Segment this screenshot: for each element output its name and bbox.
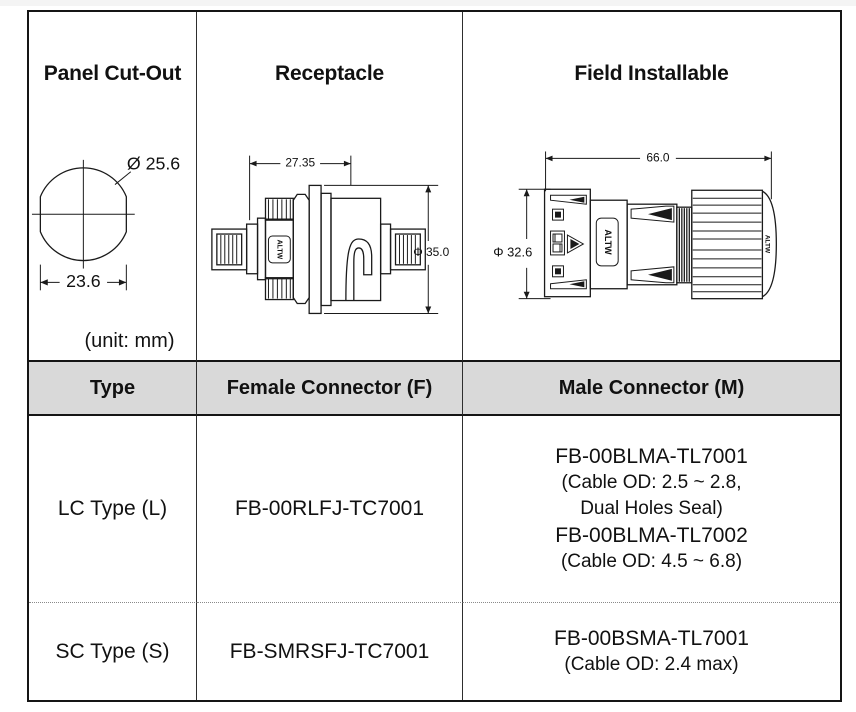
sc-male-part-cell: FB-00BSMA-TL7001 (Cable OD: 2.4 max)	[463, 603, 840, 700]
lc-male-part-cell: FB-00BLMA-TL7001 (Cable OD: 2.5 ~ 2.8, D…	[463, 416, 840, 603]
sc-male-part-1: FB-00BSMA-TL7001	[554, 627, 749, 650]
header-type-label: Type	[89, 376, 136, 399]
header-male-label: Male Connector (M)	[558, 376, 745, 399]
lc-male-part-1: FB-00BLMA-TL7001	[555, 445, 748, 468]
lc-female-part: FB-00RLFJ-TC7001	[234, 497, 425, 520]
field-diameter-label: Φ 32.6	[493, 244, 532, 259]
sc-female-part: FB-SMRSFJ-TC7001	[229, 639, 430, 663]
receptacle-length-label: 27.35	[285, 156, 315, 170]
receptacle-brand-label: ALTW	[276, 240, 283, 260]
page-top-strip	[0, 0, 856, 6]
field-brand-label-nut: ALTW	[764, 235, 771, 254]
lc-male-part-2: FB-00BLMA-TL7002	[555, 524, 748, 547]
field-installable-drawing: 66.0 Φ 32.6	[493, 151, 777, 300]
lc-type-label: LC Type (L)	[57, 497, 168, 520]
lc-male-note-1: (Cable OD: 2.5 ~ 2.8,	[561, 472, 742, 493]
connector-spec-table: Panel Cut-Out Ø 25.6 23.6 (unit: mm)	[27, 10, 842, 702]
sc-type-cell: SC Type (S)	[29, 603, 197, 700]
sc-type-label: SC Type (S)	[55, 639, 170, 663]
receptacle-diameter-label: Φ 35.0	[413, 245, 449, 259]
lc-male-note-3: (Cable OD: 4.5 ~ 6.8)	[560, 551, 743, 572]
field-installable-title: Field Installable	[574, 62, 729, 85]
panel-width-label: 23.6	[66, 271, 101, 291]
unit-note: (unit: mm)	[84, 330, 175, 352]
sc-male-note-1: (Cable OD: 2.4 max)	[564, 654, 739, 675]
panel-diameter-label: Ø 25.6	[127, 154, 180, 174]
lc-male-note-2: Dual Holes Seal)	[580, 498, 723, 519]
panel-cutout-title: Panel Cut-Out	[43, 62, 182, 85]
sc-female-part-cell: FB-SMRSFJ-TC7001	[197, 603, 463, 700]
header-type: Type	[29, 362, 197, 416]
receptacle-cell: Receptacle 27.35 Φ 35.0	[197, 12, 463, 362]
header-female-connector: Female Connector (F)	[197, 362, 463, 416]
receptacle-drawing: 27.35 Φ 35.0	[211, 155, 450, 315]
header-male-connector: Male Connector (M)	[463, 362, 840, 416]
header-female-label: Female Connector (F)	[226, 376, 433, 399]
panel-cutout-drawing: Ø 25.6 23.6	[31, 154, 180, 291]
panel-cutout-cell: Panel Cut-Out Ø 25.6 23.6 (unit: mm)	[29, 12, 197, 362]
field-installable-cell: Field Installable 66.0 Φ 32.6	[463, 12, 840, 362]
field-length-label: 66.0	[646, 151, 670, 165]
lc-female-part-cell: FB-00RLFJ-TC7001	[197, 416, 463, 603]
receptacle-title: Receptacle	[275, 62, 384, 85]
lc-type-cell: LC Type (L)	[29, 416, 197, 603]
field-brand-label: ALTW	[603, 229, 613, 255]
